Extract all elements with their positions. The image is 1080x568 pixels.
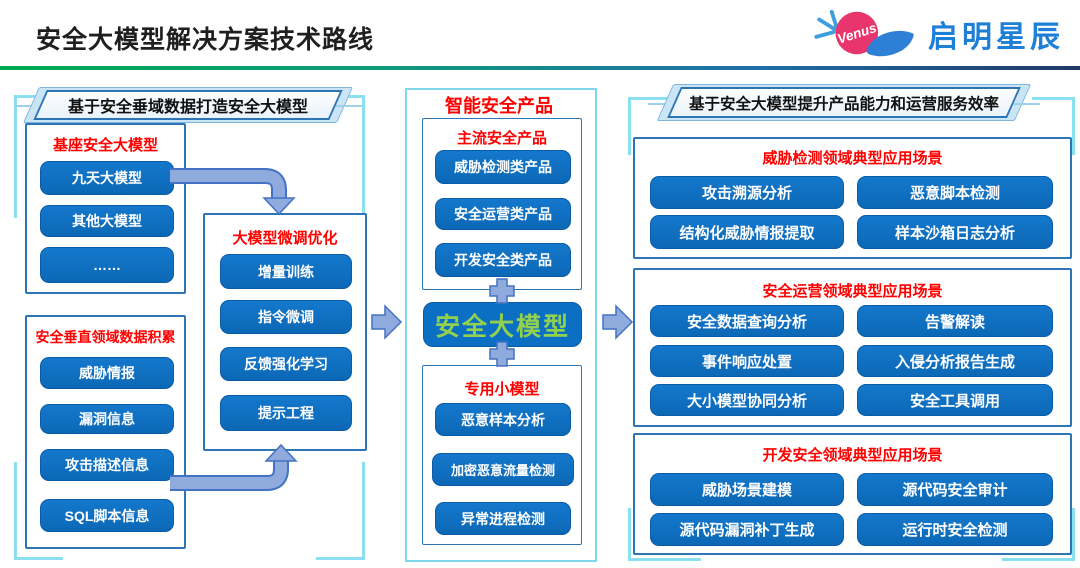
dev-scenarios-title: 开发安全领域典型应用场景 <box>762 447 943 464</box>
threat-scenarios-box: 威胁检测领域典型应用场景 攻击溯源分析 恶意脚本检测 结构化威胁情报提取 样本沙… <box>633 137 1072 259</box>
right-frame-corner-bl <box>628 508 701 561</box>
node-sandbox-log-analysis: 样本沙箱日志分析 <box>857 215 1053 249</box>
right-panel-banner: 基于安全大模型提升产品能力和运营服务效率 <box>648 84 1040 121</box>
right-banner-title: 基于安全大模型提升产品能力和运营服务效率 <box>688 95 999 113</box>
node-sql-script: SQL脚本信息 <box>40 499 174 532</box>
header-divider <box>0 66 1080 70</box>
node-prompt-engineering: 提示工程 <box>220 395 352 431</box>
node-vuln-info: 漏洞信息 <box>40 404 174 434</box>
node-vuln-patch-generation: 源代码漏洞补丁生成 <box>650 513 844 546</box>
logo-circle <box>835 11 879 55</box>
node-rlhf: 反馈强化学习 <box>220 347 352 381</box>
base-model-box: 基座安全大模型 九天大模型 其他大模型 …… <box>25 123 186 294</box>
node-threat-detection-products: 威胁检测类产品 <box>435 150 571 184</box>
logo-swoosh <box>866 30 914 57</box>
node-model-collab-analysis: 大小模型协同分析 <box>650 384 844 416</box>
node-structured-intel-extraction: 结构化威胁情报提取 <box>650 215 844 249</box>
node-attack-tracing: 攻击溯源分析 <box>650 176 844 209</box>
page-title: 安全大模型解决方案技术路线 <box>36 26 375 54</box>
node-jiutian-model: 九天大模型 <box>40 161 174 195</box>
node-security-data-query: 安全数据查询分析 <box>650 305 844 337</box>
left-banner-title: 基于安全垂域数据打造安全大模型 <box>67 99 308 116</box>
threat-scenarios-title: 威胁检测领域典型应用场景 <box>762 150 943 167</box>
brand-name: 启明星辰 <box>928 21 1064 54</box>
left-frame-corner-bl <box>14 462 63 560</box>
finetune-box-title: 大模型微调优化 <box>232 230 338 247</box>
right-frame-corner-br <box>1002 508 1075 561</box>
node-incident-response: 事件响应处置 <box>650 345 844 377</box>
left-panel-banner: 基于安全垂域数据打造安全大模型 <box>14 87 362 123</box>
node-other-model: 其他大模型 <box>40 205 174 237</box>
left-frame-corner-tr <box>336 95 365 218</box>
company-logo: Venus 启明星辰 <box>810 6 1064 62</box>
node-source-code-audit: 源代码安全审计 <box>857 473 1053 506</box>
elbow-arrow-base-to-tune <box>170 168 296 216</box>
left-frame-corner-br <box>316 462 365 560</box>
security-data-box: 安全垂直领域数据积累 威胁情报 漏洞信息 攻击描述信息 SQL脚本信息 <box>25 315 186 549</box>
node-security-ops-products: 安全运营类产品 <box>435 198 571 230</box>
node-incremental-training: 增量训练 <box>220 254 352 289</box>
node-threat-intel: 威胁情报 <box>40 357 174 389</box>
flow-arrow-left-to-middle <box>371 304 403 340</box>
node-malicious-script-detection: 恶意脚本检测 <box>857 176 1053 209</box>
node-encrypted-traffic-detection: 加密恶意流量检测 <box>432 453 574 486</box>
finetune-box: 大模型微调优化 增量训练 指令微调 反馈强化学习 提示工程 <box>203 213 367 451</box>
mainstream-products-box: 主流安全产品 威胁检测类产品 安全运营类产品 开发安全类产品 <box>422 118 582 290</box>
node-attack-desc: 攻击描述信息 <box>40 449 174 481</box>
node-dev-security-products: 开发安全类产品 <box>435 243 571 277</box>
node-ellipsis: …… <box>40 247 174 283</box>
security-data-box-title: 安全垂直领域数据积累 <box>35 329 176 345</box>
middle-panel-title: 智能安全产品 <box>445 96 553 116</box>
left-frame-corner-tl <box>14 95 43 218</box>
node-threat-modeling: 威胁场景建模 <box>650 473 844 506</box>
dev-scenarios-box: 开发安全领域典型应用场景 威胁场景建模 源代码安全审计 源代码漏洞补丁生成 运行… <box>633 433 1072 555</box>
node-runtime-security-detection: 运行时安全检测 <box>857 513 1053 546</box>
right-frame-corner-tr <box>1032 97 1075 155</box>
node-intrusion-report-generation: 入侵分析报告生成 <box>857 345 1053 377</box>
base-model-box-title: 基座安全大模型 <box>52 137 158 154</box>
logo-star-icon <box>814 9 839 39</box>
ops-scenarios-box: 安全运营领域典型应用场景 安全数据查询分析 告警解读 事件响应处置 入侵分析报告… <box>633 268 1072 427</box>
node-security-tool-invocation: 安全工具调用 <box>857 384 1053 416</box>
node-malicious-sample-analysis: 恶意样本分析 <box>435 403 571 436</box>
mainstream-products-title: 主流安全产品 <box>456 130 547 147</box>
right-frame-corner-tl <box>628 97 671 155</box>
ops-scenarios-title: 安全运营领域典型应用场景 <box>762 283 943 300</box>
core-model-box: 安全大模型 <box>423 302 582 347</box>
node-alert-interpretation: 告警解读 <box>857 305 1053 337</box>
flow-arrow-middle-to-right <box>602 304 634 340</box>
venus-logo-icon: Venus <box>814 9 914 57</box>
small-models-title: 专用小模型 <box>464 381 540 398</box>
node-instruction-tuning: 指令微调 <box>220 300 352 334</box>
small-models-box: 专用小模型 恶意样本分析 加密恶意流量检测 异常进程检测 <box>422 365 582 545</box>
node-abnormal-process-detection: 异常进程检测 <box>435 502 571 535</box>
